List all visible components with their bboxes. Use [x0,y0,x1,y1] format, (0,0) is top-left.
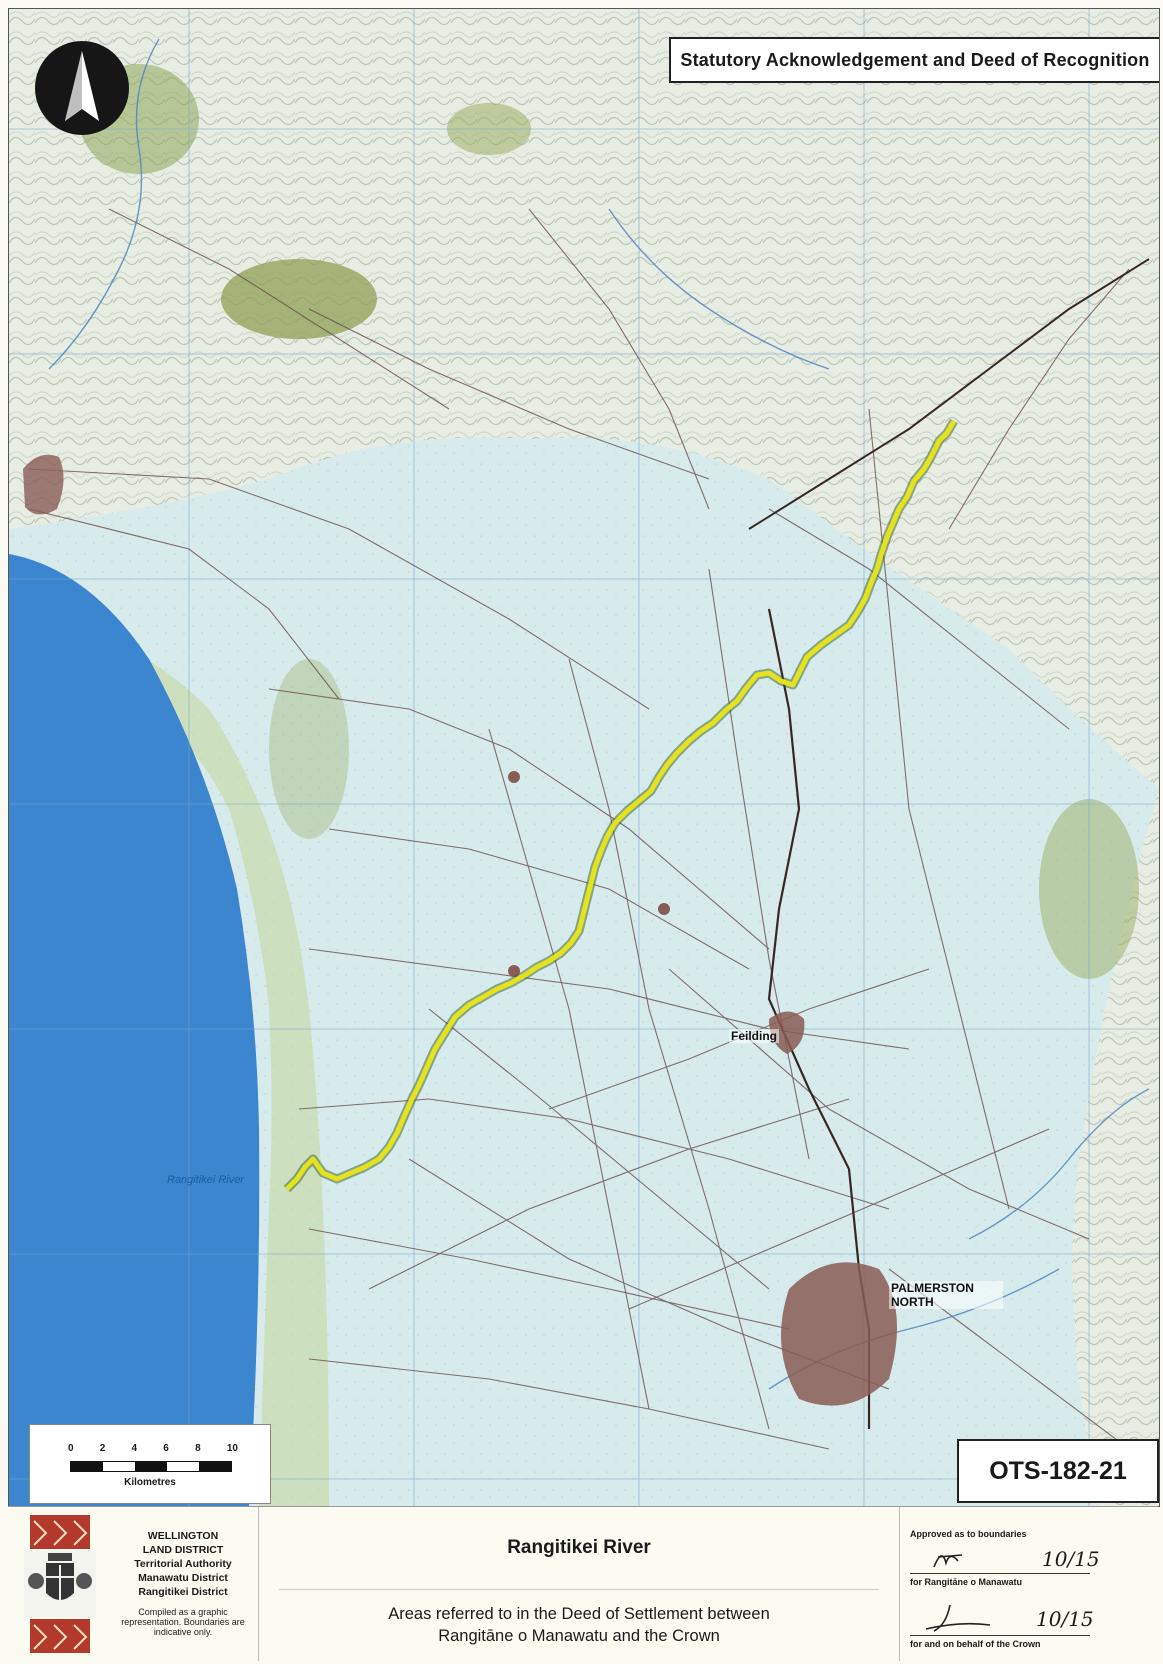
scale-tick: 4 [131,1443,138,1454]
tasman-sea [9,554,260,1506]
compilation-note: Compiled as a graphic representation. Bo… [121,1607,245,1637]
scale-ticks: 0 2 4 6 8 10 [68,1443,238,1455]
land-info-line: Territorial Authority [134,1558,232,1570]
subtitle-line: Areas referred to in the Deed of Settlem… [388,1605,770,1623]
land-info-line: LAND DISTRICT [142,1544,224,1556]
whanganui-urban [23,454,64,515]
signature-line [910,1573,1090,1574]
signature-line [910,1635,1090,1636]
place-label-palmerston-north: PALMERSTON NORTH [889,1281,1003,1309]
forest-patch [269,659,349,839]
scale-tick: 0 [68,1443,74,1454]
land-info-line: Manawatu District [138,1572,228,1584]
approval-heading: Approved as to boundaries [910,1529,1027,1539]
rangitikei-river-highlight [285,419,957,1191]
feilding-urban [769,1011,805,1054]
subtitle-line: Rangitāne o Manawatu and the Crown [438,1627,720,1645]
place-label-feilding: Feilding [729,1029,779,1043]
palmerston-north-urban [781,1262,897,1406]
land-district-info: WELLINGTON LAND DISTRICT Territorial Aut… [118,1529,248,1637]
scale-bar [70,1461,232,1472]
approval-panel: Approved as to boundaries 10/15 for Rang… [900,1507,1158,1661]
divider [279,1589,879,1590]
hill-country [9,9,1159,789]
town-marker [658,903,670,915]
scale-tick: 6 [163,1443,169,1454]
signature-rangitane [933,1554,963,1568]
map-title-box: Statutory Acknowledgement and Deed of Re… [669,37,1159,83]
signature-crown [925,1604,991,1632]
map-footer: WELLINGTON LAND DISTRICT Territorial Aut… [8,1506,1158,1661]
signature-caption: for and on behalf of the Crown [910,1639,1041,1649]
signature-caption: for Rangitāne o Manawatu [910,1577,1023,1587]
forest-patch [221,259,377,339]
land-info-line: Rangitikei District [138,1586,228,1598]
scale-tick: 2 [99,1443,106,1454]
north-arrow-icon [35,41,129,135]
scale-tick: 10 [226,1443,238,1454]
nz-coat-of-arms-icon [24,1515,96,1653]
land-info-line: WELLINGTON [147,1530,219,1542]
eastern-ranges [1072,789,1159,1506]
map-area[interactable]: Statutory Acknowledgement and Deed of Re… [8,8,1160,1507]
scale-bar-panel: 0 2 4 6 8 10 Kilometres [29,1424,271,1504]
coastal-dunes [79,629,329,1506]
plan-number-box: OTS-182-21 [957,1439,1159,1503]
town-marker [508,965,520,977]
signature-date: 10/15 [1042,1547,1100,1571]
title-panel: Rangitikei River Areas referred to in th… [259,1507,900,1661]
scale-unit: Kilometres [124,1477,176,1488]
signature-date: 10/15 [1036,1607,1094,1631]
river-label: Rangitikei River [167,1174,245,1186]
town-marker [508,771,520,783]
plan-subtitle: Areas referred to in the Deed of Settlem… [259,1603,899,1647]
state-highway [748,258,1150,530]
scale-tick: 8 [195,1443,201,1454]
map-canvas [9,9,1159,1506]
crest-panel: WELLINGTON LAND DISTRICT Territorial Aut… [8,1507,259,1661]
plan-title: Rangitikei River [507,1537,651,1558]
